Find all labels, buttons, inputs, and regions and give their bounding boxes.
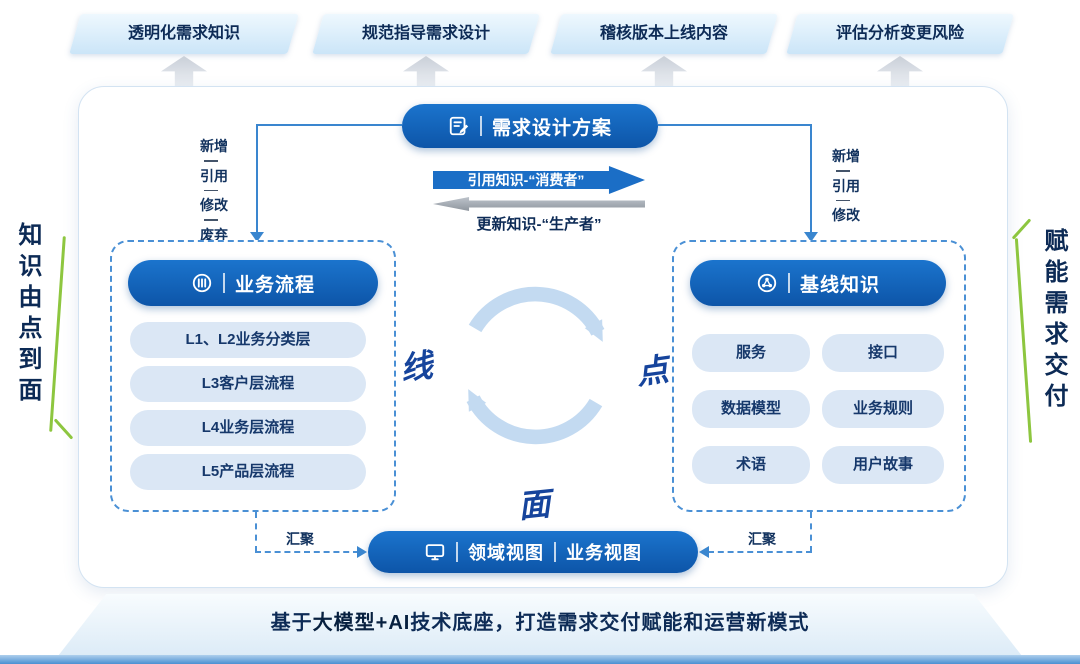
pill-separator xyxy=(554,542,556,562)
monitor-icon xyxy=(424,541,446,563)
arrow-right-icon xyxy=(357,546,367,558)
process-item-l1-l2: L1、L2业务分类层 xyxy=(130,322,366,358)
business-process-header: 业务流程 xyxy=(128,260,378,306)
banner-label: 评估分析变更风险 xyxy=(835,25,964,42)
update-knowledge-arrow xyxy=(433,197,645,211)
knowledge-item-user-story: 用户故事 xyxy=(822,446,944,484)
requirement-design-pill: 需求设计方案 xyxy=(402,104,658,148)
banner-label: 规范指导需求设计 xyxy=(361,25,490,42)
arrow-down-icon xyxy=(804,232,818,242)
banner-label: 透明化需求知识 xyxy=(127,25,240,42)
dashed-connector xyxy=(255,512,257,552)
document-edit-icon xyxy=(448,115,470,137)
domain-view-label: 领域视图 xyxy=(468,543,544,563)
green-accent-tick xyxy=(53,418,74,440)
right-vertical-caption: 赋能需求交付 xyxy=(1040,228,1067,414)
arrow-down-icon xyxy=(250,232,264,242)
up-arrow-icon xyxy=(161,56,207,88)
knowledge-item-term: 术语 xyxy=(692,446,810,484)
banner-audit-release: 稽核版本上线内容 xyxy=(550,14,778,54)
banner-label: 稽核版本上线内容 xyxy=(599,25,728,42)
process-item-l4: L4业务层流程 xyxy=(130,410,366,446)
knowledge-item-business-rule: 业务规则 xyxy=(822,390,944,428)
footer-highlight: 大模型+AI xyxy=(312,612,411,634)
process-item-l5: L5产品层流程 xyxy=(130,454,366,490)
knowledge-item-interface: 接口 xyxy=(822,334,944,372)
footer-suffix: 技术底座，打造需求交付赋能和运营新模式 xyxy=(410,612,810,634)
update-knowledge-label: 更新知识-“生产者” xyxy=(476,216,602,233)
op-label: 修改 xyxy=(832,207,860,223)
dash-divider xyxy=(204,160,218,162)
op-label: 引用 xyxy=(832,177,860,194)
up-arrow-icon xyxy=(403,56,449,88)
banner-guide-design: 规范指导需求设计 xyxy=(312,14,540,54)
process-list-icon xyxy=(191,272,213,294)
connector-line xyxy=(810,124,812,234)
up-arrow-icon xyxy=(641,56,687,88)
baseline-knowledge-title: 基线知识 xyxy=(799,274,880,296)
knowledge-item-service: 服务 xyxy=(692,334,810,372)
op-label: 修改 xyxy=(200,197,228,213)
pill-separator xyxy=(787,273,790,293)
op-label: 新增 xyxy=(832,148,860,164)
connector-line xyxy=(256,124,258,234)
left-vertical-caption: 知识由点到面 xyxy=(14,222,41,408)
baseline-knowledge-header: 基线知识 xyxy=(690,260,946,306)
cycle-char-point: 点 xyxy=(633,349,671,393)
business-view-label: 业务视图 xyxy=(566,543,642,563)
converge-left-label: 汇聚 xyxy=(286,531,314,547)
cycle-char-surface: 面 xyxy=(516,484,553,526)
dashed-connector xyxy=(255,551,359,553)
footer-slogan: 基于大模型+AI技术底座，打造需求交付赋能和运营新模式 xyxy=(0,606,1080,635)
business-process-title: 业务流程 xyxy=(234,274,315,296)
green-accent-line xyxy=(1014,238,1033,443)
op-label: 引用 xyxy=(200,167,228,184)
cycle-char-line: 线 xyxy=(397,345,435,389)
bottom-blue-band xyxy=(0,655,1080,664)
banner-assess-risk: 评估分析变更风险 xyxy=(786,14,1014,54)
dash-divider xyxy=(204,189,218,191)
op-label: 废弃 xyxy=(200,226,228,243)
dashed-connector xyxy=(708,551,812,553)
footer-base xyxy=(58,594,1022,656)
dash-divider xyxy=(836,199,850,201)
network-icon xyxy=(756,272,778,294)
left-operations: 新增 引用 修改 废弃 xyxy=(200,136,228,245)
cycle-arrows-icon xyxy=(466,286,605,445)
green-accent-tick xyxy=(1011,218,1032,240)
banner-transparent-knowledge: 透明化需求知识 xyxy=(69,14,299,54)
footer-prefix: 基于 xyxy=(270,612,313,634)
dashed-connector xyxy=(810,512,812,552)
pill-separator xyxy=(222,273,225,293)
arrow-left-icon xyxy=(699,546,709,558)
up-arrow-icon xyxy=(877,56,923,88)
converge-right-label: 汇聚 xyxy=(748,531,776,547)
pill-separator xyxy=(479,116,482,136)
op-label: 新增 xyxy=(200,138,228,154)
dash-divider xyxy=(204,219,218,221)
view-pill: 领域视图 业务视图 xyxy=(368,531,698,573)
connector-line xyxy=(658,124,812,126)
pill-separator xyxy=(456,542,458,562)
right-operations: 新增 引用 修改 xyxy=(832,146,860,225)
process-item-l3: L3客户层流程 xyxy=(130,366,366,402)
connector-line xyxy=(256,124,402,126)
knowledge-item-data-model: 数据模型 xyxy=(692,390,810,428)
requirement-design-title: 需求设计方案 xyxy=(491,117,612,139)
green-accent-line xyxy=(49,236,66,432)
dash-divider xyxy=(836,170,850,172)
